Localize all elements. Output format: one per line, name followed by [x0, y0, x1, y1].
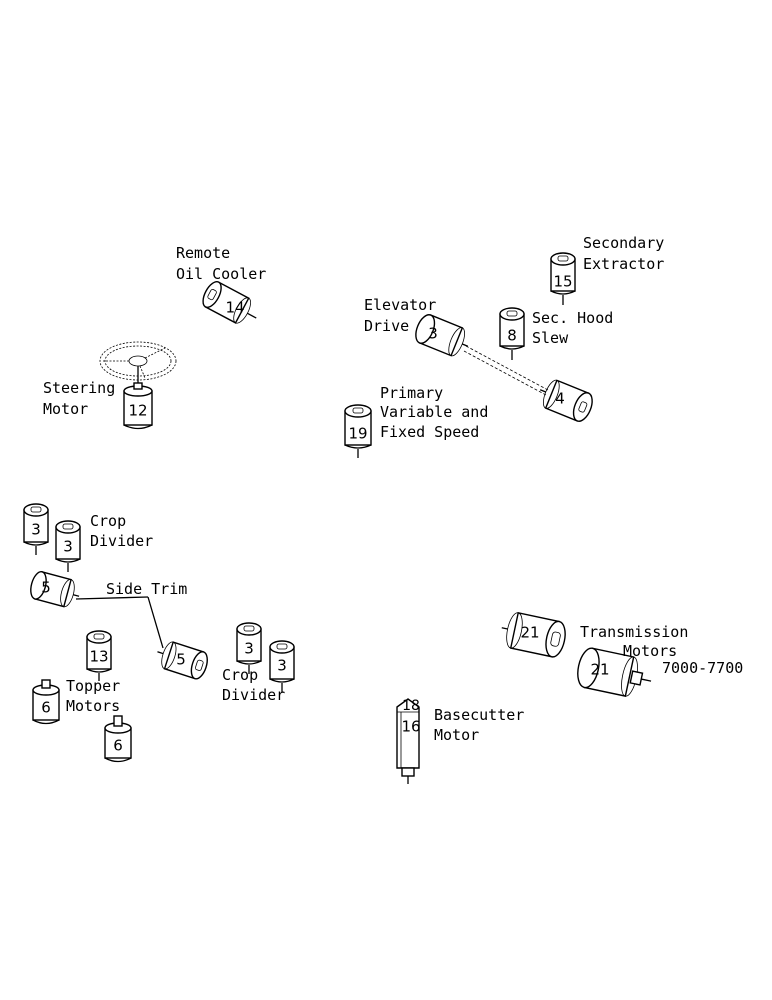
crop-divider-left-number-2: 3 [63, 538, 73, 556]
oil-cooler-number: 14 [225, 299, 244, 317]
transmission-motor-number-a: 21 [520, 624, 539, 642]
steering-motor-number: 12 [128, 402, 147, 420]
elevator-drive-motor-a [415, 314, 469, 357]
sec-hood-slew-label-2: Slew [532, 329, 569, 347]
side-trim-number-right: 5 [176, 651, 186, 669]
basecutter-number-bottom: 16 [401, 718, 420, 736]
primary-extractor-number: 19 [348, 425, 367, 443]
topper-motor-13 [86, 630, 112, 681]
basecutter-motor [396, 698, 420, 784]
sec-hood-slew-number: 8 [507, 327, 517, 345]
basecutter-number-top: 18 [402, 698, 420, 714]
basecutter-motor-label-1: Basecutter [434, 706, 524, 724]
remote-oil-cooler-label-1: Remote [176, 244, 230, 262]
transmission-motor-number-b: 21 [590, 661, 609, 679]
side-trim-label: Side Trim [106, 580, 187, 598]
elevator-drive-number-a: 3 [428, 325, 438, 343]
elevator-drive-number-b: 4 [555, 390, 565, 408]
crop-divider-right-label-2: Divider [222, 686, 285, 704]
model-range-label: 7000-7700 [662, 659, 743, 677]
side-trim-motor-left [30, 570, 80, 608]
primary-label-3: Fixed Speed [380, 423, 479, 441]
crop-divider-left-number-1: 3 [31, 521, 41, 539]
crop-divider-left-label-1: Crop [90, 512, 126, 530]
topper-motor-number-6a: 6 [41, 699, 51, 717]
steering-wheel [99, 341, 177, 384]
steering-motor [123, 382, 153, 430]
secondary-extractor-number: 15 [553, 273, 572, 291]
basecutter-motor-label-2: Motor [434, 726, 479, 744]
secondary-extractor-motor [550, 252, 576, 305]
crop-divider-left-label-2: Divider [90, 532, 153, 550]
secondary-extractor-label-1: Secondary [583, 234, 664, 252]
elevator-driveshaft [463, 345, 549, 396]
topper-motor-6b [104, 715, 132, 763]
secondary-extractor-label-2: Extractor [583, 255, 664, 273]
primary-extractor-motor [344, 404, 372, 458]
topper-motor-number-13: 13 [89, 648, 108, 666]
topper-motors-label-1: Topper [66, 677, 120, 695]
elevator-drive-label-2: Drive [364, 317, 409, 335]
side-trim-leader-left [75, 596, 149, 600]
primary-label-1: Primary [380, 384, 443, 402]
crop-divider-left-motor-2 [55, 520, 81, 572]
topper-motors-label-2: Motors [66, 697, 120, 715]
steering-motor-label-1: Steering [43, 379, 115, 397]
transmission-motor-a [501, 611, 566, 658]
transmission-motors-label-1: Transmission [580, 623, 688, 641]
topper-motor-6a [32, 679, 60, 725]
elevator-drive-label-1: Elevator [364, 296, 436, 314]
crop-divider-right-motor-2 [269, 640, 295, 692]
crop-divider-right-label-1: Crop [222, 666, 258, 684]
steering-motor-label-2: Motor [43, 400, 88, 418]
sec-hood-slew-label-1: Sec. Hood [532, 309, 613, 327]
crop-divider-right-number-2: 3 [277, 657, 287, 675]
remote-oil-cooler-label-2: Oil Cooler [176, 265, 266, 283]
topper-motor-number-6b: 6 [113, 737, 123, 755]
crop-divider-right-motor-1 [236, 622, 262, 674]
side-trim-number-left: 5 [41, 579, 51, 597]
side-trim-motor-right [157, 641, 208, 680]
transmission-motor-b [577, 647, 652, 697]
crop-divider-right-number-1: 3 [244, 640, 254, 658]
side-trim-leader-right [147, 596, 164, 649]
transmission-motors-label-2: Motors [623, 642, 677, 660]
elevator-drive-motor-b [539, 379, 593, 422]
crop-divider-left-motor-1 [23, 503, 49, 555]
oil-cooler-motor [202, 281, 257, 324]
primary-label-2: Variable and [380, 403, 488, 421]
sec-hood-slew-motor [499, 307, 525, 360]
